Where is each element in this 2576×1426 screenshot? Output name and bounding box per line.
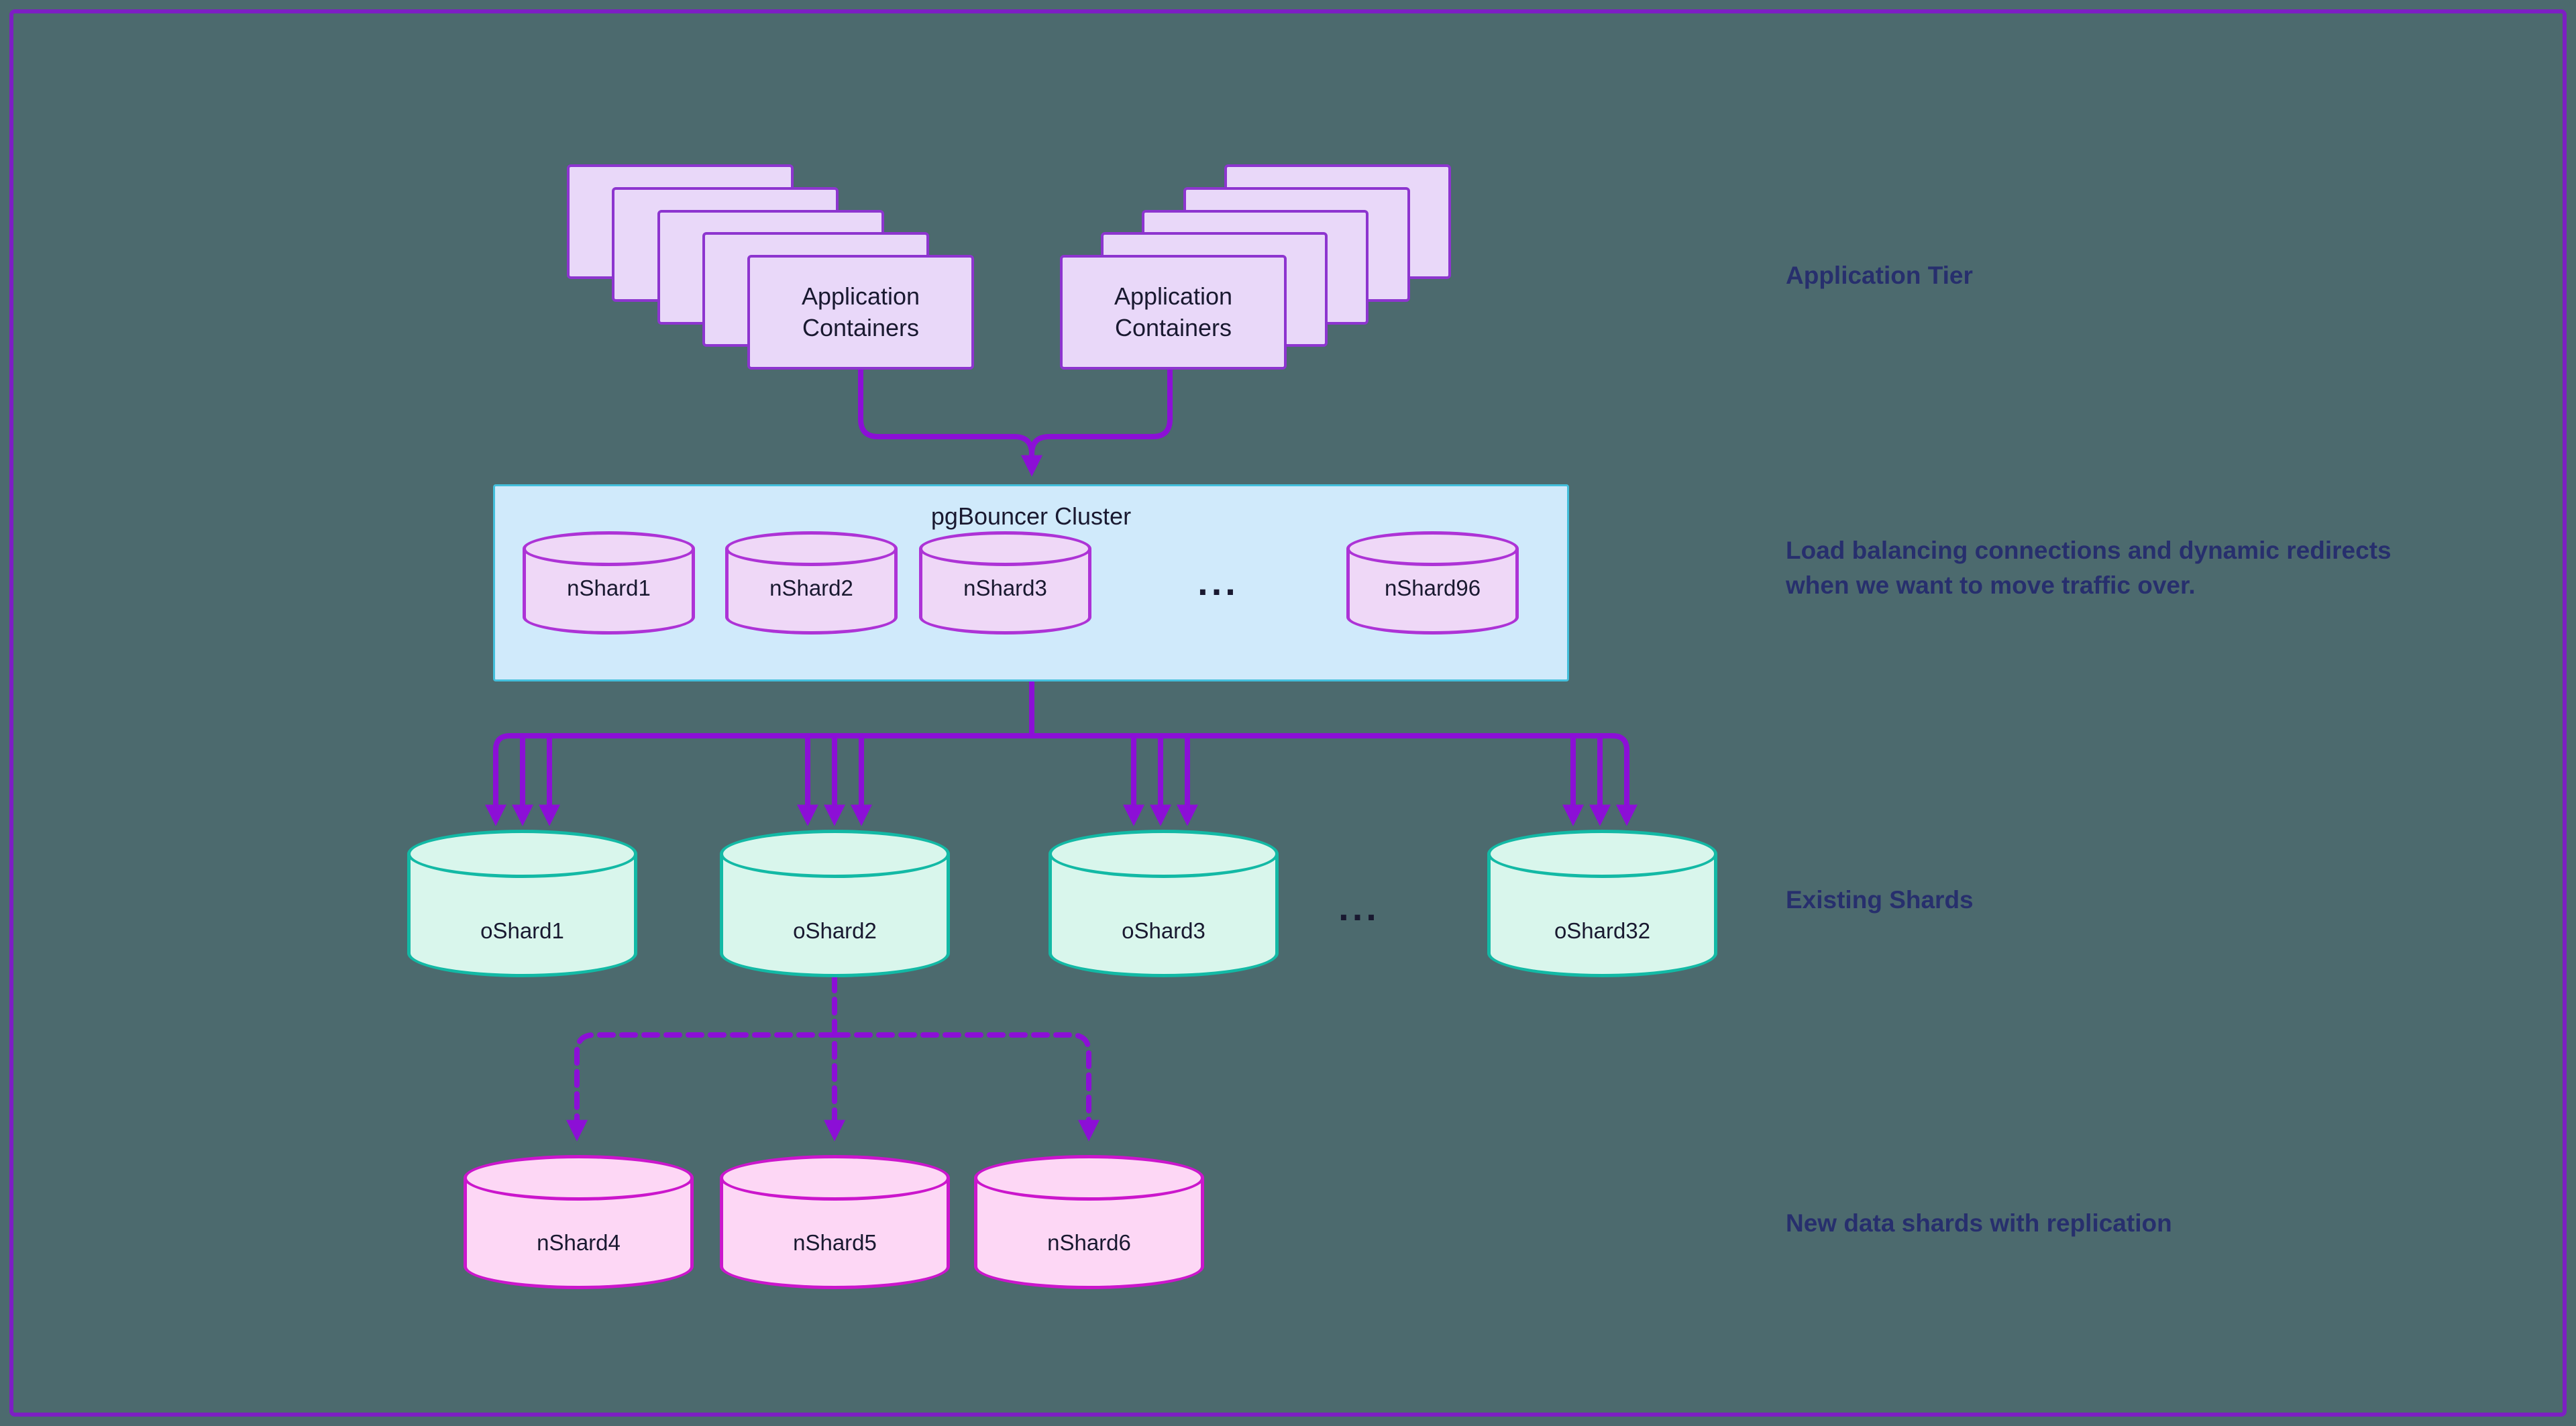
- app-containers-left-label: Application Containers: [801, 282, 920, 341]
- annotation-load-balancing: Load balancing connections and dynamic r…: [1786, 537, 2392, 599]
- annotation-existing-shards: Existing Shards: [1786, 886, 1974, 914]
- cylinder-nshard2: nShard2: [725, 531, 898, 635]
- cylinder-top: [523, 531, 695, 566]
- cylinder-nshard5: nShard5: [720, 1155, 950, 1289]
- app-stack-right: Application Containers: [1060, 164, 1467, 370]
- cylinder-top: [720, 1155, 950, 1201]
- pgbouncer-title: pgBouncer Cluster: [930, 502, 1132, 530]
- cylinder-top: [1346, 531, 1519, 566]
- cylinder-oshard2: oShard2: [720, 830, 950, 977]
- cylinder-nshard96: nShard96: [1346, 531, 1519, 635]
- cylinder-label: nShard6: [1047, 1230, 1131, 1255]
- app-containers-right: Application Containers: [1060, 255, 1287, 370]
- cylinder-label: nShard96: [1384, 575, 1481, 600]
- cylinder-top: [1487, 830, 1717, 878]
- cylinder-top: [464, 1155, 694, 1201]
- cylinder-body: [1346, 549, 1519, 635]
- cylinder-label: nShard3: [963, 575, 1047, 600]
- cylinder-label: oShard32: [1554, 918, 1651, 943]
- edge-trunk-horizontal: [493, 733, 1629, 753]
- app-containers-right-label: Application Containers: [1114, 282, 1233, 341]
- cylinder-oshard32: oShard32: [1487, 830, 1717, 977]
- app-containers-left: Application Containers: [747, 255, 974, 370]
- cylinder-top: [725, 531, 898, 566]
- edge-app-left-to-merge: [858, 367, 1034, 457]
- cylinder-oshard3: oShard3: [1049, 830, 1279, 977]
- app-stack-left: Application Containers: [567, 164, 974, 370]
- cylinder-label: nShard2: [769, 575, 853, 600]
- existing-shards-ellipsis: ...: [1338, 886, 1380, 928]
- cylinder-oshard1: oShard1: [407, 830, 637, 977]
- cylinder-label: nShard1: [567, 575, 651, 600]
- cylinder-top: [919, 531, 1091, 566]
- cylinder-nshard1: nShard1: [523, 531, 695, 635]
- annotation-application-tier: Application Tier: [1786, 262, 1973, 289]
- pgbouncer-cluster-box: pgBouncer Cluster nShard1 nShard2 nShard…: [493, 484, 1569, 681]
- cylinder-nshard4: nShard4: [464, 1155, 694, 1289]
- cylinder-top: [407, 830, 637, 878]
- edge-replication-left: [566, 1032, 837, 1142]
- cylinder-top: [974, 1155, 1204, 1201]
- cylinder-nshard3: nShard3: [919, 531, 1091, 635]
- pgbouncer-ellipsis: ...: [1197, 561, 1239, 603]
- cylinder-top: [720, 830, 950, 878]
- cylinder-label: oShard1: [480, 918, 564, 943]
- edge-replication-right: [832, 1032, 1099, 1142]
- cylinder-label: nShard5: [793, 1230, 877, 1255]
- cylinder-label: nShard4: [537, 1230, 621, 1255]
- annotation-new-shards: New data shards with replication: [1786, 1209, 2172, 1237]
- cylinder-top: [1049, 830, 1279, 878]
- cylinder-nshard6: nShard6: [974, 1155, 1204, 1289]
- cylinder-label: oShard2: [793, 918, 877, 943]
- edge-app-right-to-merge: [1029, 367, 1173, 457]
- cylinder-label: oShard3: [1122, 918, 1205, 943]
